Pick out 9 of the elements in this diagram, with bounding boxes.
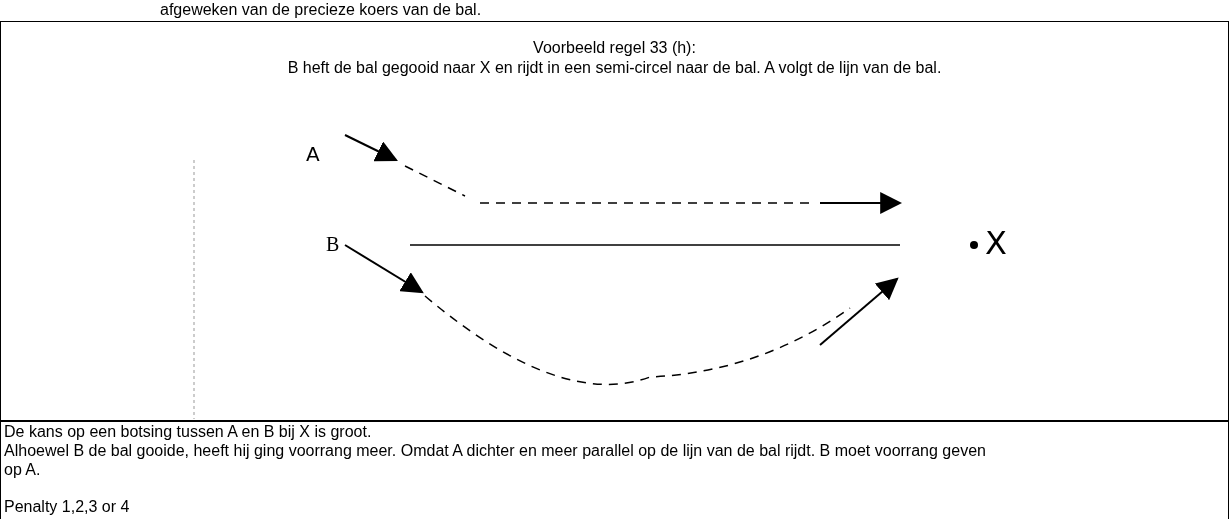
heading: Voorbeeld regel 33 (h):	[532, 38, 697, 57]
note-text: De kans op een botsing tussen A en B bij X is groot.	[4, 422, 372, 441]
note-text: Alhoewel B de bal gooide, heeft hij ging voorrang meer. Omdat A dichter en meer parallel op de lijn van de bal rijdt. B moet voorrang geven op A.	[4, 441, 987, 479]
point-label: B	[326, 233, 340, 256]
description: B heft de bal gegooid naar X en rijdt in een semi-circel naar de bal. A volgt de lijn van de bal.	[286, 58, 943, 77]
body-text: afgeweken van de precieze koers van de bal.	[160, 0, 482, 19]
point-label: X	[985, 226, 1007, 261]
note-text: Penalty 1,2,3 or 4	[4, 497, 130, 516]
point-label: A	[306, 143, 320, 166]
